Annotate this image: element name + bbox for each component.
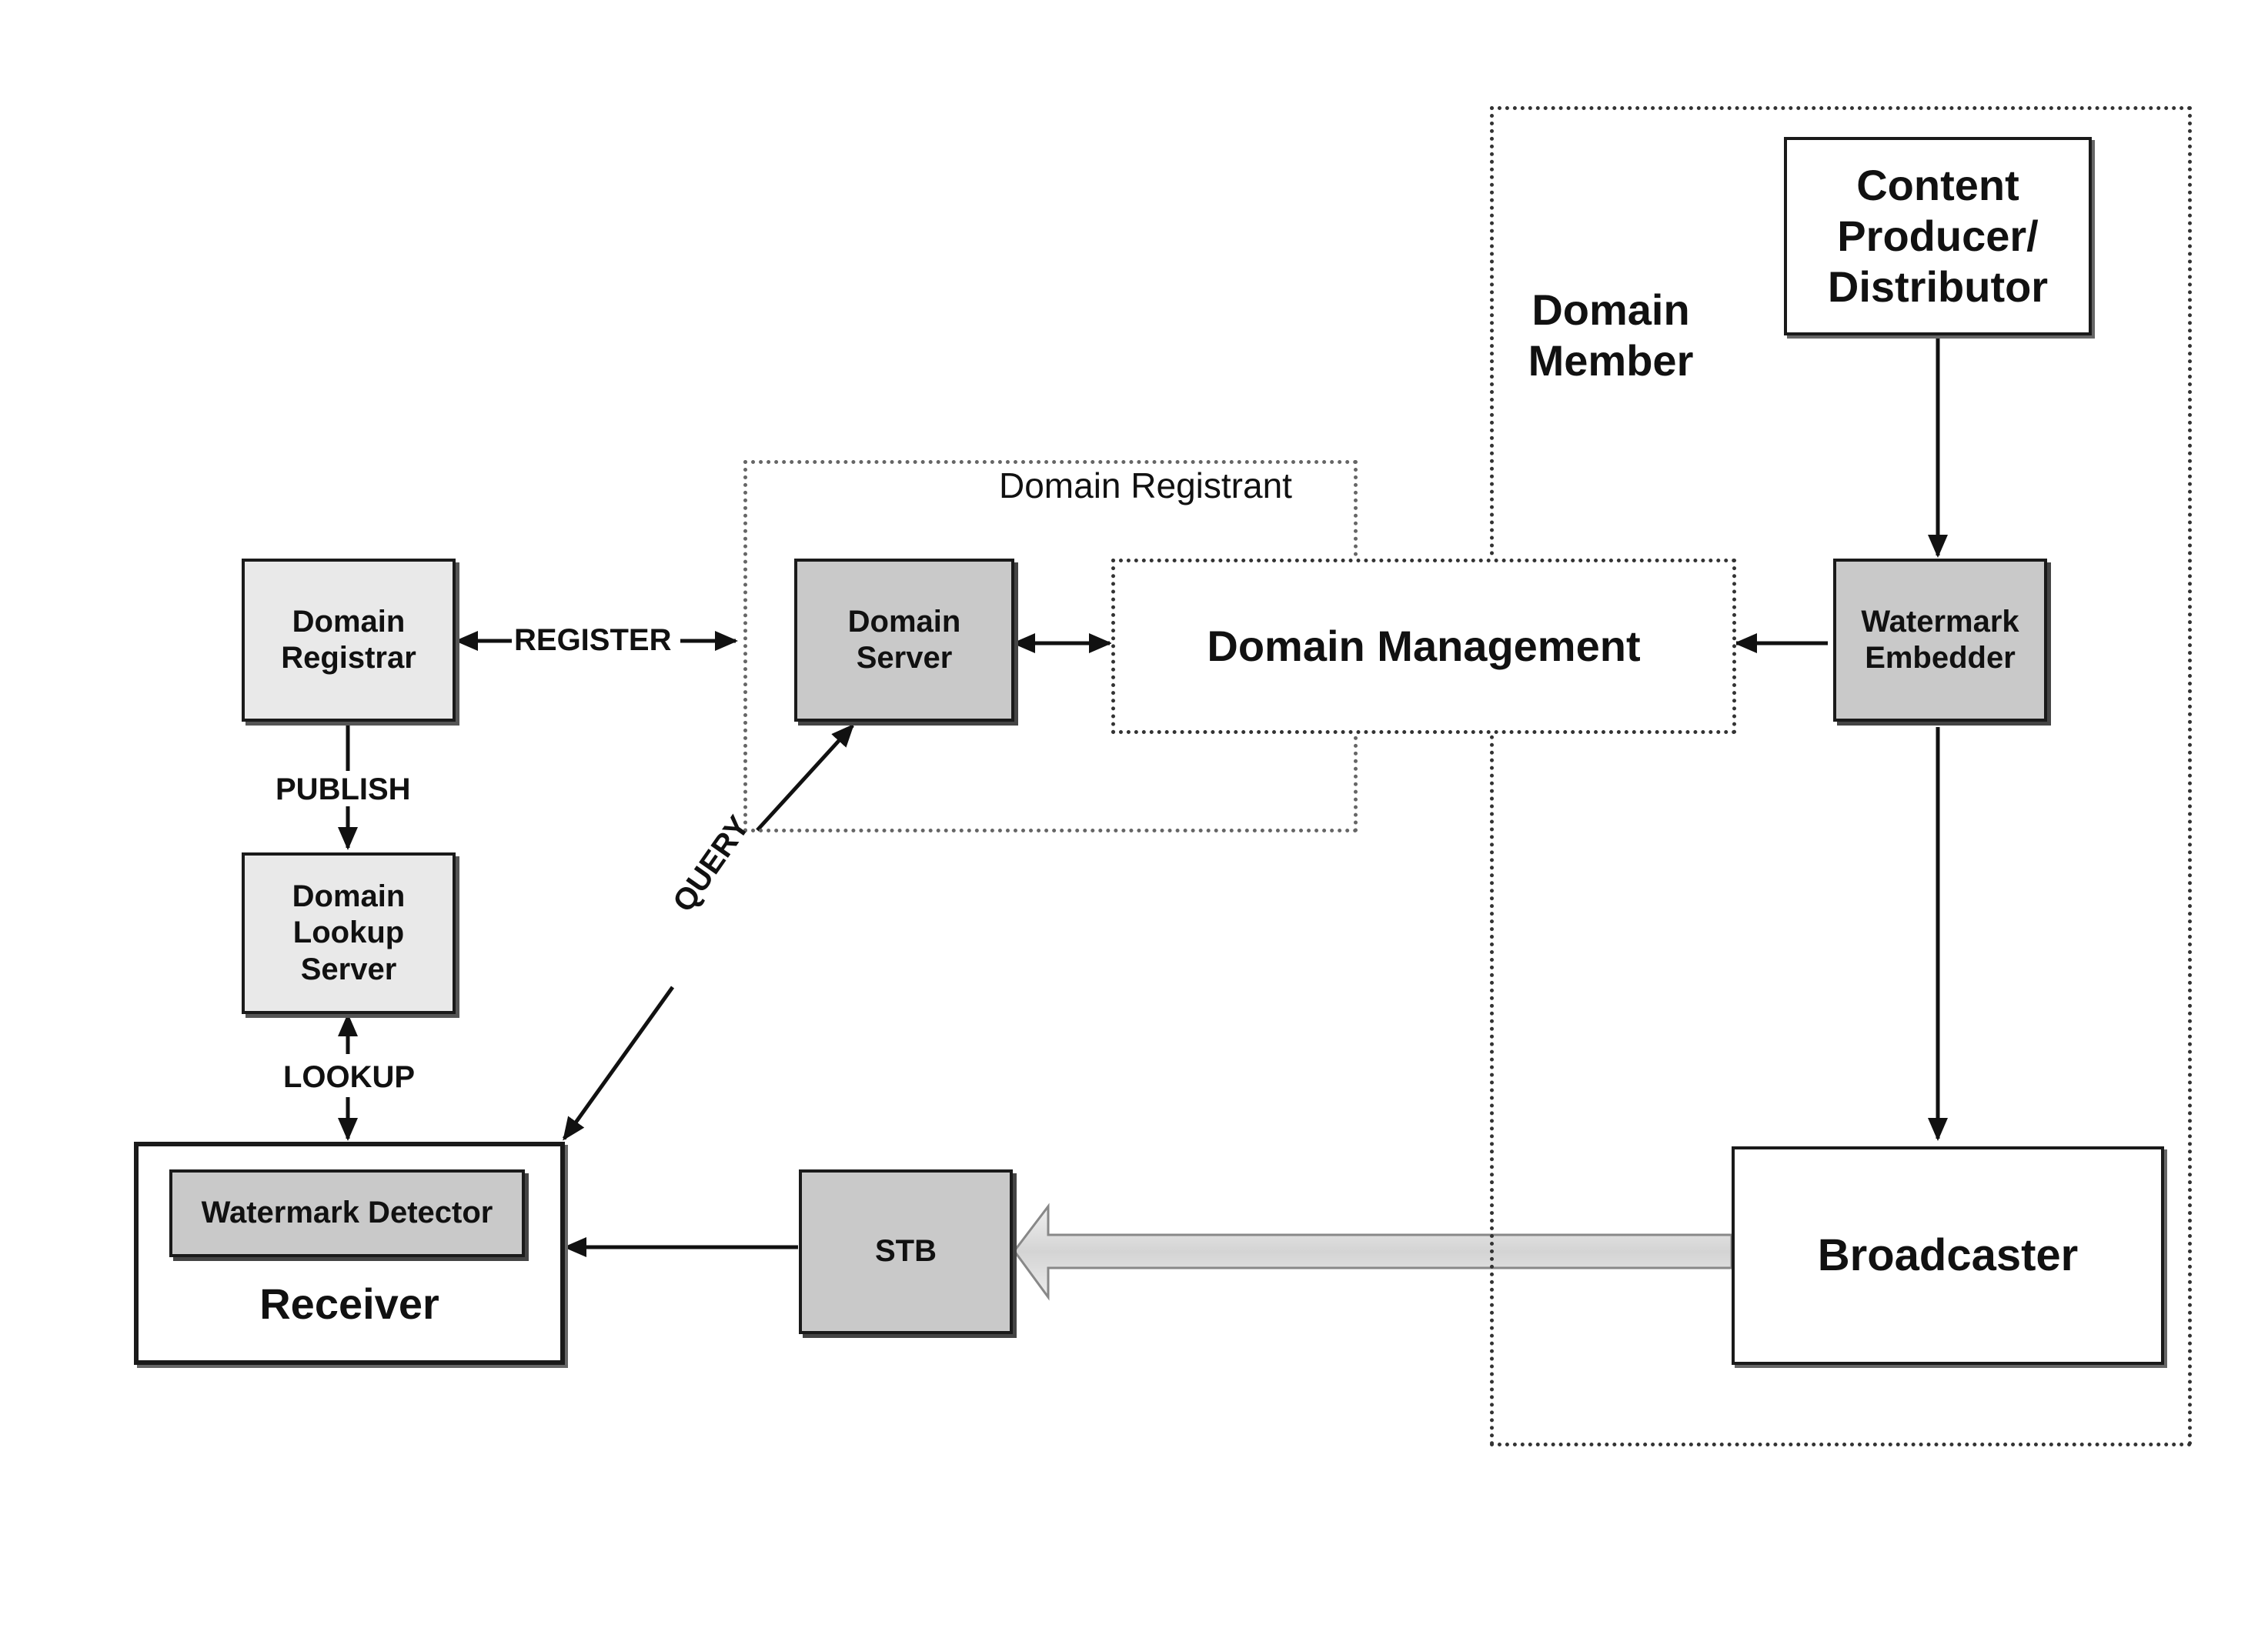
domain-server-line-2: Server	[857, 640, 953, 676]
content-producer-box: Content Producer/ Distributor	[1784, 137, 2092, 335]
stb-label: STB	[875, 1233, 937, 1269]
watermark-embedder-line-1: Watermark	[1861, 604, 2019, 640]
register-label: REGISTER	[514, 623, 671, 658]
publish-label: PUBLISH	[276, 772, 411, 807]
domain-management-label: Domain Management	[1207, 621, 1640, 672]
content-producer-line-1: Content	[1856, 160, 2019, 211]
arrow-query-lower	[564, 987, 673, 1139]
content-producer-line-2: Producer/	[1837, 211, 2038, 262]
watermark-embedder-line-2: Embedder	[1865, 640, 2016, 676]
lookup-label: LOOKUP	[283, 1060, 415, 1095]
domain-registrar-line-2: Registrar	[281, 640, 416, 676]
domain-lookup-server-line-1: Domain	[292, 879, 406, 915]
broadcaster-box: Broadcaster	[1732, 1146, 2164, 1365]
domain-registrant-title: Domain Registrant	[999, 465, 1292, 506]
watermark-detector-label: Watermark Detector	[202, 1195, 493, 1231]
domain-registrar-line-1: Domain	[292, 604, 406, 640]
domain-lookup-server-line-3: Server	[301, 952, 397, 988]
content-producer-line-3: Distributor	[1828, 262, 2048, 312]
broadcaster-label: Broadcaster	[1818, 1229, 2078, 1282]
domain-management-box: Domain Management	[1111, 559, 1736, 734]
stb-box: STB	[799, 1169, 1013, 1334]
domain-server-line-1: Domain	[848, 604, 961, 640]
watermark-embedder-box: Watermark Embedder	[1833, 559, 2047, 722]
domain-server-box: Domain Server	[794, 559, 1014, 722]
domain-member-title-line-2: Member	[1522, 335, 1699, 386]
domain-member-title: Domain Member	[1522, 285, 1699, 386]
domain-registrar-box: Domain Registrar	[242, 559, 456, 722]
receiver-label: Receiver	[259, 1279, 439, 1329]
domain-lookup-server-line-2: Lookup	[293, 915, 404, 951]
domain-lookup-server-box: Domain Lookup Server	[242, 852, 456, 1014]
domain-member-title-line-1: Domain	[1522, 285, 1699, 335]
watermark-detector-box: Watermark Detector	[169, 1169, 525, 1257]
